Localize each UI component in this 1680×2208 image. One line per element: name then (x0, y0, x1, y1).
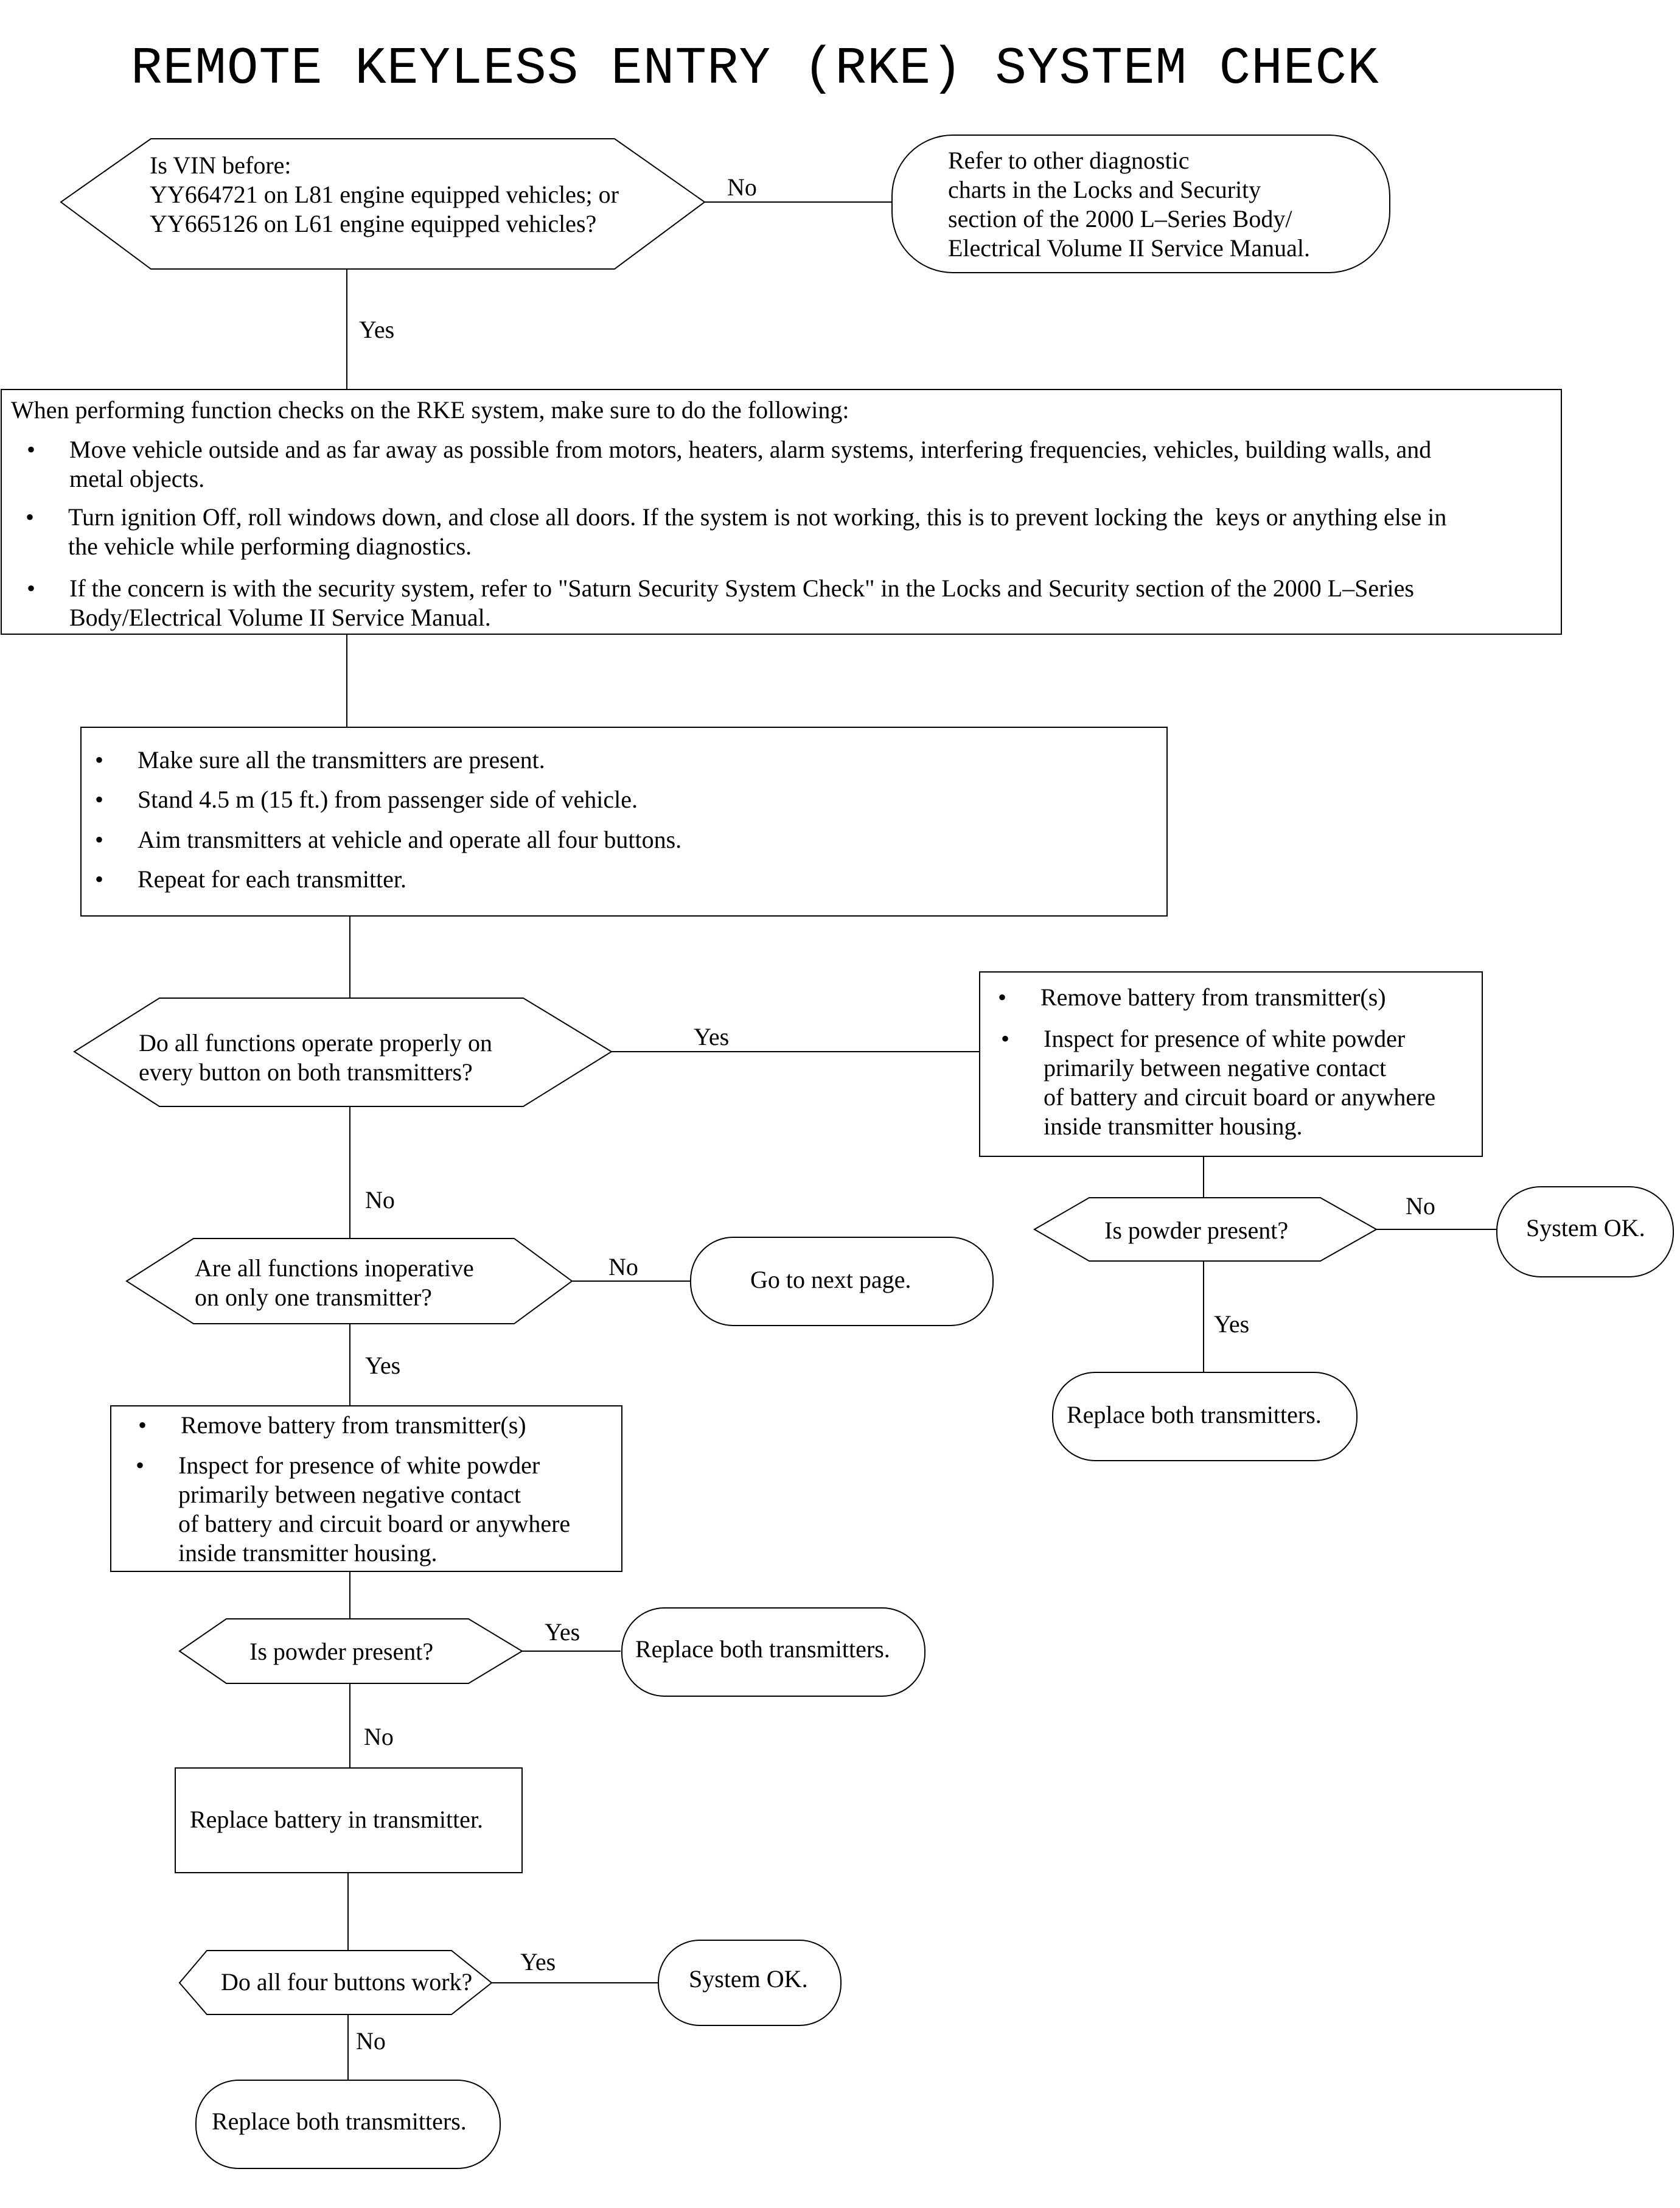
all-functions-question-text: Do all functions operate properly on eve… (139, 1029, 492, 1086)
precautions-box (1, 389, 1562, 635)
powder-left-question-text: Is powder present? (249, 1638, 434, 1665)
replace-battery-text: Replace battery in transmitter. (190, 1806, 484, 1833)
four-buttons-no-label: No (356, 2027, 386, 2055)
terminal-shapes (195, 135, 1674, 2169)
replace-both-bottom-text: Replace both transmitters. (212, 2108, 467, 2135)
replace-both-right-text: Replace both transmitters. (1067, 1401, 1322, 1428)
powder-right-no-label: No (1406, 1192, 1435, 1220)
system-ok-bottom-text: System OK. (689, 1965, 808, 1993)
page-title: REMOTE KEYLESS ENTRY (RKE) SYSTEM CHECK (131, 39, 1379, 99)
go-next-page-terminal (690, 1237, 994, 1326)
vin-no-label: No (727, 173, 757, 201)
inspect-right-item: •Remove battery from transmitter(s) (998, 983, 1386, 1011)
process-shapes (1, 389, 1562, 1873)
refer-other-text: Refer to other diagnostic charts in the … (948, 147, 1310, 262)
inspect-left-box (110, 1405, 622, 1572)
precautions-intro: When performing function checks on the R… (11, 396, 849, 424)
all-functions-no-label: No (365, 1186, 395, 1214)
system-ok-right-text: System OK. (1526, 1214, 1645, 1242)
vin-decision-shape (60, 138, 706, 270)
four-buttons-yes-label: Yes (520, 1948, 556, 1976)
system-ok-bottom-terminal (658, 1940, 842, 2026)
four-buttons-decision-shape (178, 1950, 493, 2015)
replace-battery-box (175, 1767, 523, 1873)
powder-right-question-text: Is powder present? (1104, 1217, 1289, 1244)
refer-other-terminal (891, 135, 1390, 273)
transmitter-step: •Make sure all the transmitters are pres… (95, 746, 545, 774)
inoperative-yes-label: Yes (365, 1352, 401, 1379)
precaution-item: •Turn ignition Off, roll windows down, a… (26, 503, 1447, 560)
all-functions-decision-shape (73, 997, 613, 1107)
inoperative-question-text: Are all functions inoperative on only on… (195, 1254, 474, 1311)
replace-both-right-terminal (1052, 1372, 1358, 1461)
inspect-right-box (979, 971, 1483, 1157)
replace-both-mid-text: Replace both transmitters. (635, 1635, 890, 1663)
connector-lines (346, 201, 1497, 2080)
powder-right-yes-label: Yes (1214, 1310, 1250, 1338)
precaution-item: •Move vehicle outside and as far away as… (27, 436, 1432, 492)
powder-right-decision-shape (1033, 1197, 1378, 1262)
powder-left-no-label: No (364, 1723, 394, 1750)
transmitter-step: •Stand 4.5 m (15 ft.) from passenger sid… (95, 786, 638, 813)
go-next-page-text: Go to next page. (750, 1266, 911, 1293)
transmitter-step: •Aim transmitters at vehicle and operate… (95, 826, 682, 853)
replace-both-bottom-terminal (195, 2080, 501, 2169)
transmitter-steps-box (80, 727, 1168, 917)
inspect-left-item: •Inspect for presence of white powder pr… (136, 1452, 571, 1567)
four-buttons-question-text: Do all four buttons work? (221, 1968, 473, 1996)
all-functions-yes-label: Yes (694, 1023, 730, 1050)
inspect-left-item: •Remove battery from transmitter(s) (138, 1411, 526, 1439)
inoperative-decision-shape (125, 1238, 573, 1324)
replace-both-mid-terminal (621, 1607, 925, 1697)
inspect-right-item: •Inspect for presence of white powder pr… (1001, 1025, 1436, 1140)
vin-question-text: Is VIN before: YY664721 on L81 engine eq… (150, 152, 619, 237)
powder-left-yes-label: Yes (545, 1618, 580, 1646)
powder-left-decision-shape (178, 1618, 523, 1684)
system-ok-right-terminal (1496, 1186, 1674, 1277)
decision-shapes (60, 138, 1378, 2015)
vin-yes-label: Yes (359, 316, 395, 343)
inoperative-no-label: No (608, 1253, 638, 1280)
transmitter-step: •Repeat for each transmitter. (95, 865, 407, 893)
precaution-item: •If the concern is with the security sys… (27, 575, 1414, 631)
